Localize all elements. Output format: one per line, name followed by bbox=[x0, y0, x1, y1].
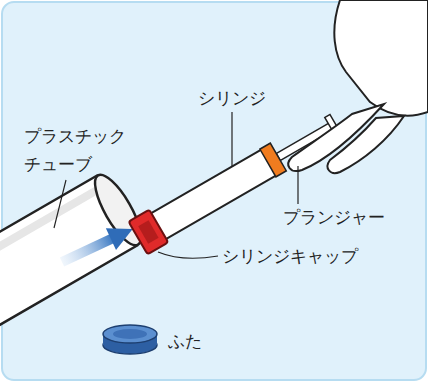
leader-line bbox=[54, 180, 66, 228]
leader-line bbox=[297, 166, 298, 204]
leader-line bbox=[231, 112, 232, 166]
tube-shading bbox=[0, 186, 104, 281]
tube-lid bbox=[103, 325, 157, 354]
syringe bbox=[129, 108, 345, 255]
leader-line bbox=[158, 252, 218, 258]
hand-finger bbox=[328, 116, 404, 173]
part-label: プランジャー bbox=[283, 203, 385, 231]
insert-arrow bbox=[57, 218, 138, 273]
part-label: プラスチック チューブ bbox=[24, 122, 134, 178]
part-label: シリンジ bbox=[198, 84, 266, 112]
syringe-barrel bbox=[150, 149, 278, 240]
cap-detail bbox=[138, 220, 158, 243]
part-label: ふた bbox=[168, 327, 202, 355]
syringe-cap bbox=[129, 210, 169, 255]
hand-palm bbox=[334, 0, 428, 116]
lid-top bbox=[103, 325, 157, 343]
syringe-band bbox=[260, 143, 286, 177]
arrow-shaft bbox=[60, 234, 115, 267]
lid-inner bbox=[113, 329, 147, 339]
part-label: シリンジキャップ bbox=[222, 242, 358, 270]
